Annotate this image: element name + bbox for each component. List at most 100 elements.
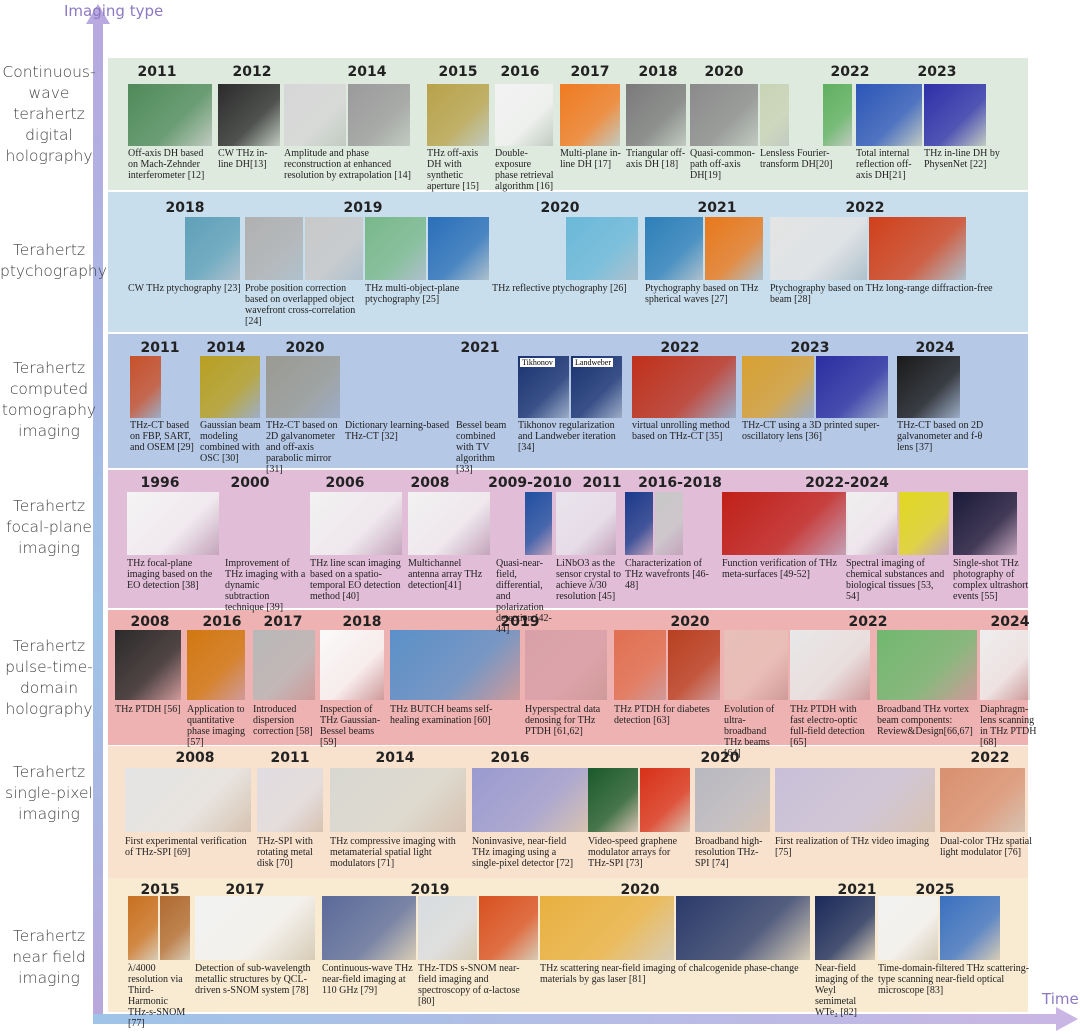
figure-thumbnail[interactable] [365, 217, 489, 280]
figure-caption: First realization of THz video imaging [… [775, 836, 929, 858]
figure-thumbnail[interactable] [560, 84, 620, 146]
figure-panel [816, 356, 888, 418]
year-label: 2017 [263, 614, 303, 630]
figure-thumbnail[interactable] [626, 84, 686, 146]
figure-caption: Total internal reflection off-axis DH[21… [856, 148, 912, 181]
figure-thumbnail[interactable] [742, 356, 888, 418]
x-axis-arrowhead [1056, 1007, 1078, 1031]
figure-thumbnail[interactable] [345, 356, 452, 418]
figure-caption: CW THz ptychography [23] [128, 283, 241, 294]
figure-thumbnail[interactable] [614, 630, 720, 700]
figure-thumbnail[interactable] [525, 630, 607, 700]
figure-caption: Quasi-common-path off-axis DH[19] [690, 148, 755, 181]
figure-thumbnail[interactable] [128, 896, 190, 960]
figure-thumbnail[interactable] [856, 84, 922, 146]
figure-caption: Video-speed graphene modulator arrays fo… [588, 836, 678, 869]
figure-caption: Broadband high-resolution THz-SPI [74] [695, 836, 763, 869]
figure-thumbnail[interactable] [245, 217, 363, 280]
figure-thumbnail[interactable] [408, 492, 490, 555]
figure-thumbnail[interactable] [815, 896, 875, 960]
year-label: 2022 [830, 64, 870, 80]
figure-panel: Landweber [571, 356, 622, 418]
figure-thumbnail[interactable] [846, 492, 949, 555]
figure-panel [846, 492, 897, 555]
figure-caption: THz-SPI with rotating metal disk [70] [257, 836, 313, 869]
figure-thumbnail[interactable] [266, 356, 340, 418]
figure-caption: THz PTDH for diabetes detection [63] [614, 704, 710, 726]
figure-thumbnail[interactable] [722, 492, 848, 555]
figure-thumbnail[interactable] [496, 492, 552, 555]
figure-thumbnail[interactable] [472, 768, 588, 832]
figure-thumbnail[interactable] [125, 768, 251, 832]
figure-thumbnail[interactable] [540, 896, 810, 960]
figure-thumbnail[interactable] [427, 84, 489, 146]
figure-thumbnail[interactable] [310, 492, 402, 555]
figure-thumbnail[interactable] [625, 492, 683, 555]
figure-thumbnail[interactable] [556, 492, 616, 555]
figure-thumbnail[interactable] [200, 356, 260, 418]
figure-thumbnail[interactable] [253, 630, 315, 700]
figure-thumbnail[interactable] [940, 768, 1025, 832]
figure-caption: Quasi-near-field, differential, and pola… [496, 558, 552, 635]
figure-panel [418, 896, 477, 960]
figure-thumbnail[interactable] [130, 356, 193, 418]
figure-thumbnail[interactable] [695, 768, 770, 832]
figure-thumbnail[interactable] [128, 217, 240, 280]
figure-thumbnail[interactable] [218, 84, 280, 146]
figure-panel [115, 630, 181, 700]
figure-caption: Triangular off-axis DH [18] [626, 148, 686, 170]
figure-thumbnail[interactable] [790, 630, 870, 700]
figure-thumbnail[interactable] [115, 630, 181, 700]
figure-thumbnail[interactable] [878, 896, 1000, 960]
year-label: 2020 [704, 64, 744, 80]
figure-panel [492, 217, 564, 280]
figure-thumbnail[interactable] [980, 630, 1030, 700]
figure-panel [614, 630, 666, 700]
figure-thumbnail[interactable] [897, 356, 960, 418]
year-label: 2022-2024 [805, 475, 889, 491]
figure-panel [640, 768, 690, 832]
figure-thumbnail[interactable] [322, 896, 416, 960]
figure-thumbnail[interactable] [492, 217, 638, 280]
year-label: 2021 [460, 340, 500, 356]
figure-thumbnail[interactable] [127, 492, 219, 555]
figure-thumbnail[interactable] [953, 492, 1017, 555]
figure-panel [128, 84, 212, 146]
year-label: 2020 [285, 340, 325, 356]
figure-thumbnail[interactable] [690, 84, 758, 146]
figure-caption: Broadband THz vortex beam components: Re… [877, 704, 973, 737]
figure-thumbnail[interactable] [924, 84, 986, 146]
figure-thumbnail[interactable] [877, 630, 977, 700]
figure-caption: THz BUTCH beams self-healing examination… [390, 704, 493, 726]
figure-panel [560, 84, 620, 146]
figure-caption: First experimental verification of THz-S… [125, 836, 247, 858]
figure-thumbnail[interactable] [760, 84, 852, 146]
figure-caption: THz-CT based on 2D galvanometer and f-θ … [897, 420, 984, 453]
figure-thumbnail[interactable] [588, 768, 690, 832]
figure-panel [791, 84, 820, 146]
figure-thumbnail[interactable] [632, 356, 736, 418]
figure-thumbnail[interactable] [195, 896, 315, 960]
figure-thumbnail[interactable] [320, 630, 384, 700]
year-label: 2017 [570, 64, 610, 80]
figure-panel [940, 768, 1025, 832]
figure-thumbnail[interactable] [418, 896, 538, 960]
figure-thumbnail[interactable] [770, 217, 966, 280]
figure-thumbnail[interactable] [775, 768, 935, 832]
year-label: 2020 [700, 750, 740, 766]
figure-thumbnail[interactable] [456, 356, 516, 418]
figure-thumbnail[interactable] [645, 217, 763, 280]
figure-thumbnail[interactable] [187, 630, 245, 700]
figure-panel [348, 84, 410, 146]
row-label: Terahertz ptychography [0, 241, 107, 280]
figure-thumbnail[interactable] [495, 84, 553, 146]
figure-thumbnail[interactable] [330, 768, 466, 832]
figure-thumbnail[interactable] [724, 630, 788, 700]
figure-thumbnail[interactable] [390, 630, 520, 700]
figure-thumbnail[interactable] [128, 84, 212, 146]
figure-thumbnail[interactable] [284, 84, 410, 146]
figure-thumbnail[interactable] [257, 768, 323, 832]
figure-thumbnail[interactable] [225, 492, 304, 555]
figure-panel [724, 630, 788, 700]
